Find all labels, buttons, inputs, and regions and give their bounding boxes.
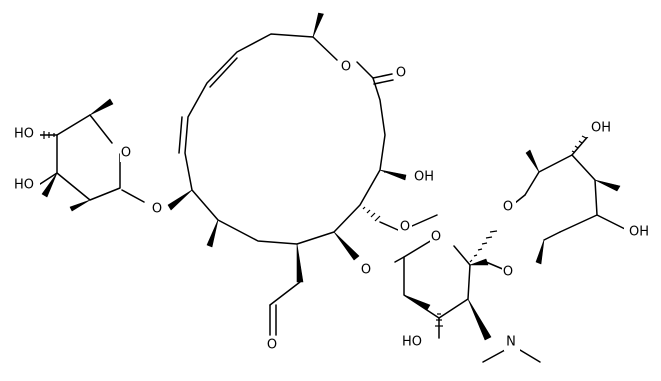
glycoside-bond	[485, 261, 506, 271]
carbonyl-bond	[372, 73, 393, 79]
label-mask	[502, 263, 516, 281]
atom-label-ring-oxygen: O	[503, 200, 513, 215]
label-mask	[502, 198, 516, 216]
hash-bond-methoxy	[362, 206, 381, 222]
hash-bond-middle-sugar-methyl	[469, 230, 498, 263]
double-bond-inner	[209, 57, 238, 88]
hash-bond-middle-sugar-oh	[435, 313, 443, 327]
n-methyl-bond	[519, 349, 541, 363]
wedge-bond	[89, 98, 114, 116]
carbonyl-bond	[373, 79, 394, 85]
hash-bond-lactone-oh	[384, 171, 406, 177]
wedge-bond	[296, 243, 304, 283]
hash-bond-left-sugar-ho	[43, 131, 55, 139]
ring-bond	[312, 36, 338, 61]
atom-label-glycoside-oxygen: O	[503, 265, 513, 280]
wedge-bond	[167, 189, 193, 211]
wedge-bond	[469, 258, 489, 266]
glycoside-bond	[121, 189, 145, 203]
wedge-bond	[206, 219, 219, 248]
label-mask	[624, 222, 654, 240]
label-mask	[504, 333, 520, 351]
wedge-bond	[69, 199, 91, 212]
atom-labels: HO HO O O O O OH O O O HO N O O OH OH O	[10, 58, 654, 354]
label-mask	[398, 332, 428, 350]
atom-label-hydroxyl: OH	[629, 225, 649, 240]
atom-label-hydroxyl: HO	[14, 178, 34, 193]
right-sugar-ring	[543, 231, 561, 241]
label-mask	[394, 64, 408, 82]
wedge-bond	[312, 12, 324, 38]
bond-lines	[36, 33, 626, 363]
atom-label-glycoside-oxygen: O	[361, 263, 371, 278]
side-chain-bond	[269, 281, 301, 306]
right-sugar-ring	[524, 154, 598, 233]
label-mask	[360, 261, 374, 279]
double-bond-inner	[178, 116, 183, 154]
label-mask	[408, 167, 438, 185]
wedge-bond	[525, 149, 540, 173]
wedge-bond	[379, 169, 407, 181]
hash-bond-right-sugar-oh	[571, 135, 587, 153]
label-mask	[10, 125, 40, 143]
atom-label-carbonyl-oxygen: O	[396, 66, 406, 81]
label-mask	[398, 218, 412, 236]
macrolide-ring-bonds	[184, 33, 386, 245]
label-mask	[120, 144, 134, 162]
label-mask	[430, 228, 444, 246]
atom-label-lactone-oxygen: O	[341, 60, 351, 75]
atom-label-methoxy-oxygen: O	[400, 220, 410, 235]
label-mask	[150, 200, 164, 218]
atom-label-hydroxyl: OH	[591, 121, 611, 136]
n-methyl-bond	[482, 349, 506, 363]
ring-bond	[356, 61, 374, 79]
atom-label-aldehyde-oxygen: O	[267, 338, 277, 353]
left-sugar-ring	[89, 114, 113, 144]
atom-label-hydroxyl: HO	[402, 335, 422, 350]
atom-label-hydroxyl: HO	[14, 127, 34, 142]
wedge-bond	[403, 294, 431, 311]
label-mask	[10, 176, 40, 194]
methoxy-methyl	[411, 214, 438, 227]
label-mask	[339, 58, 353, 76]
label-mask	[586, 119, 616, 137]
atom-label-glycoside-oxygen: O	[152, 202, 162, 217]
hydroxyl-bond	[571, 133, 591, 156]
atom-label-hydroxyl: OH	[414, 170, 434, 185]
wedge-bond	[41, 172, 58, 198]
label-mask	[265, 336, 279, 354]
wedge-bond	[333, 231, 360, 261]
atom-label-ring-oxygen: O	[121, 146, 131, 161]
atom-label-ring-oxygen: O	[431, 230, 441, 245]
middle-sugar-ring	[453, 245, 471, 266]
wedge-bond	[594, 179, 621, 192]
middle-sugar-ring	[403, 236, 471, 319]
atom-label-nitrogen: N	[506, 335, 516, 350]
glycoside-bond	[394, 256, 405, 263]
stereo-wedges	[41, 12, 621, 341]
wedge-bond	[535, 239, 545, 265]
left-sugar-ring	[56, 114, 121, 201]
hydroxyl-bond	[596, 214, 626, 230]
hydroxyl-bond	[36, 172, 58, 187]
wedge-bond	[467, 298, 492, 341]
hashed-bonds	[43, 131, 587, 327]
methoxy-bond	[379, 221, 399, 231]
